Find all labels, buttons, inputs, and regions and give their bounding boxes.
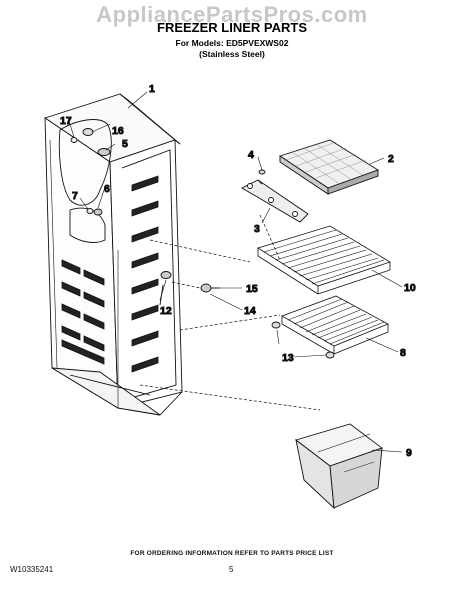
callout-5: 5 bbox=[122, 138, 128, 150]
document-number: W10335241 bbox=[10, 565, 54, 574]
callout-4: 4 bbox=[248, 149, 254, 161]
models-subtitle: For Models: ED5PVEXWS02 bbox=[175, 38, 289, 48]
wire-shelf-lower bbox=[281, 295, 389, 355]
callout-6: 6 bbox=[104, 183, 110, 195]
callout-8: 8 bbox=[400, 347, 406, 359]
callout-13: 13 bbox=[282, 352, 294, 364]
freezer-liner bbox=[43, 93, 183, 416]
callout-15: 15 bbox=[246, 283, 258, 295]
shelf-clip-right bbox=[325, 351, 335, 359]
page-number: 5 bbox=[229, 565, 234, 574]
callout-3: 3 bbox=[254, 223, 260, 235]
leader-lines bbox=[67, 91, 403, 453]
callout-2: 2 bbox=[388, 153, 394, 165]
finish-subtitle: (Stainless Steel) bbox=[199, 49, 265, 59]
callout-7: 7 bbox=[72, 190, 78, 202]
callout-16: 16 bbox=[112, 125, 124, 137]
callout-17: 17 bbox=[60, 115, 72, 127]
callout-9: 9 bbox=[406, 447, 412, 459]
page-title: FREEZER LINER PARTS bbox=[157, 20, 307, 35]
freezer-basket bbox=[295, 423, 383, 510]
watermark: AppliancePartsPros.com bbox=[96, 2, 368, 27]
wire-shelf-upper bbox=[257, 225, 391, 295]
shelf-support-bracket bbox=[241, 169, 309, 223]
callout-14: 14 bbox=[244, 305, 256, 317]
ordering-info-footer: FOR ORDERING INFORMATION REFER TO PARTS … bbox=[130, 550, 334, 557]
glass-shelf bbox=[278, 139, 380, 195]
callout-12: 12 bbox=[160, 305, 172, 317]
callout-10: 10 bbox=[404, 282, 416, 294]
shelf-clip-left bbox=[271, 321, 281, 329]
callout-1: 1 bbox=[149, 83, 155, 95]
